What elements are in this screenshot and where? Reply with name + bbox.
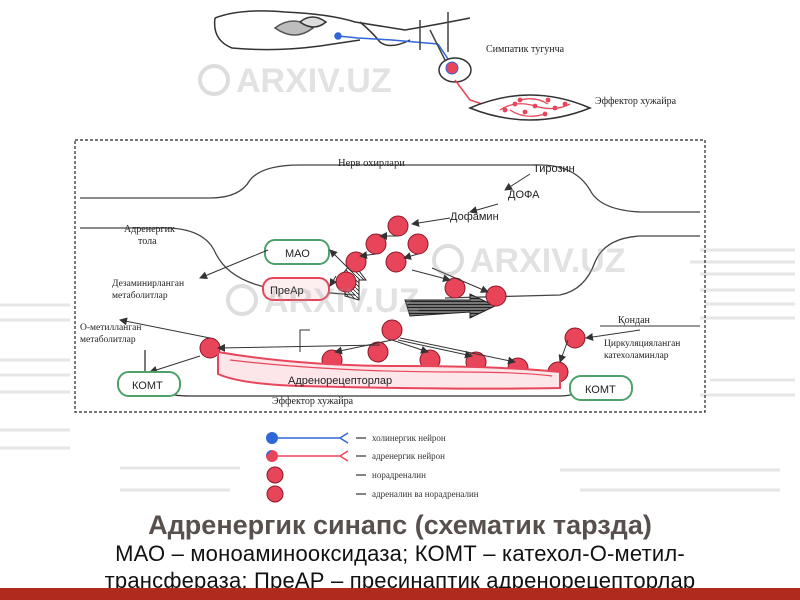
effector-cell-label: Эффектор хужайра xyxy=(272,396,354,407)
dopamine-label: Дофамин xyxy=(450,211,499,223)
nerve-ending-label: Нерв охирлари xyxy=(338,158,405,169)
ganglion-label: Симпатик тугунча xyxy=(486,44,565,55)
axon-left-membrane xyxy=(80,227,356,296)
cholinergic-neuron-icon xyxy=(266,432,349,444)
noradrenaline-icon xyxy=(266,466,284,484)
prear-label: ПреАр xyxy=(270,285,304,297)
svg-text:ARXIV.UZ: ARXIV.UZ xyxy=(470,242,626,280)
legend-item-cholinergic: холинергик нейрон xyxy=(372,433,446,443)
axon-top-membrane xyxy=(80,164,700,213)
caption-title: Адренергик синапс (схематик тарзда) xyxy=(148,510,652,540)
adrenoreceptor-label: Адренорецепторлар xyxy=(288,375,392,387)
spinal-cord xyxy=(213,10,471,61)
sympathetic-ganglion xyxy=(437,43,501,111)
dopa-label: ДОФА xyxy=(508,189,540,201)
background-text xyxy=(0,248,795,492)
axon-right-membrane xyxy=(444,235,700,299)
legend: холинергик нейрон адренергик нейрон нора… xyxy=(266,432,479,503)
legend-item-adrenergic: адренергик нейрон xyxy=(372,451,445,461)
blood-label: Қондан xyxy=(618,315,651,326)
mao-label: МАО xyxy=(285,248,310,260)
release-wedge xyxy=(404,293,497,319)
footer-bar xyxy=(0,588,800,600)
effector-tissue xyxy=(468,94,592,121)
prear-box xyxy=(262,277,330,301)
komt-right-label: КОМТ xyxy=(585,384,616,396)
legend-item-noradrenaline: норадреналин xyxy=(372,470,426,480)
adrenaline-icon xyxy=(266,485,284,503)
komt-left-label: КОМТ xyxy=(132,380,163,392)
svg-text:ARXIV.UZ: ARXIV.UZ xyxy=(264,282,420,320)
legend-item-adrenaline: адреналин ва норадреналин xyxy=(372,489,479,499)
caption-line-1: МАО – моноаминооксидаза; КОМТ – катехол-… xyxy=(115,541,685,566)
watermark: ARXIV.UZ ARXIV.UZ ARXIV.UZ xyxy=(198,62,626,320)
adrenoreceptor-band xyxy=(217,350,561,390)
effector-top-label: Эффектор хужайра xyxy=(595,96,677,107)
komt-right-box xyxy=(569,375,633,401)
synapse-frame xyxy=(74,139,706,413)
mao-box xyxy=(264,239,330,265)
adrenergic-neuron-icon xyxy=(266,450,349,462)
svg-text:ARXIV.UZ: ARXIV.UZ xyxy=(236,62,392,100)
komt-left-box xyxy=(117,371,181,397)
tyrosine-label: Тирозин xyxy=(533,163,575,175)
